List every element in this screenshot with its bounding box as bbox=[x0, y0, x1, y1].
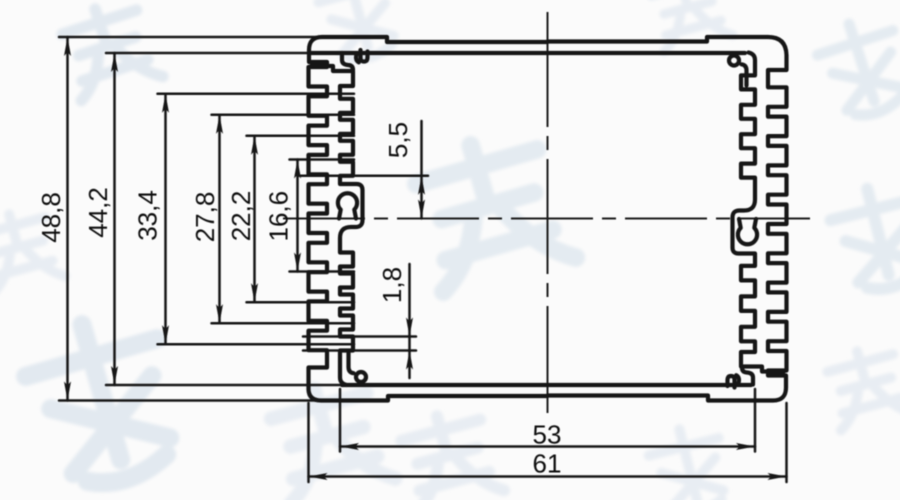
svg-text:27,8: 27,8 bbox=[190, 192, 220, 243]
svg-text:1,8: 1,8 bbox=[377, 267, 407, 303]
svg-text:33,4: 33,4 bbox=[132, 190, 162, 241]
svg-text:44,2: 44,2 bbox=[83, 187, 113, 238]
svg-text:5,5: 5,5 bbox=[383, 122, 413, 158]
svg-text:16,6: 16,6 bbox=[263, 191, 293, 242]
svg-text:22,2: 22,2 bbox=[226, 191, 256, 242]
svg-text:48,8: 48,8 bbox=[36, 192, 66, 243]
svg-text:53: 53 bbox=[533, 419, 562, 449]
svg-text:61: 61 bbox=[533, 448, 562, 478]
